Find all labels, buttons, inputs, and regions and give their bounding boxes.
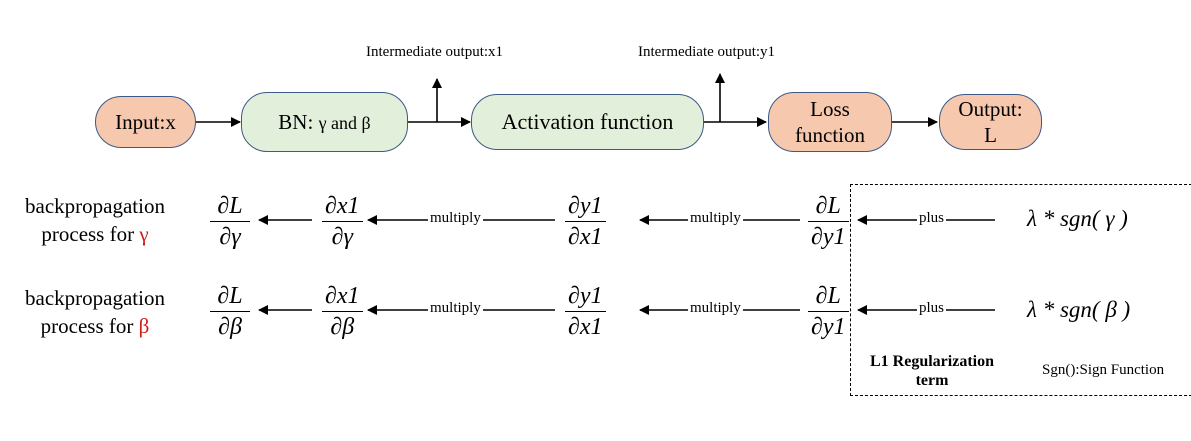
- row2-param: β: [138, 314, 150, 338]
- bn-prefix: BN:: [278, 109, 319, 134]
- row2-frac3-den: ∂x1: [568, 314, 603, 340]
- row1-label-text: process for: [41, 222, 140, 246]
- loss-node-line2: function: [795, 123, 865, 147]
- row2-label-line1: backpropagation: [25, 286, 165, 310]
- sign-function-note: Sgn():Sign Function: [1042, 362, 1165, 378]
- row1-label-line2: process for γ: [0, 220, 190, 248]
- output-node-line1: Output:: [958, 97, 1023, 121]
- row1-frac2-den: ∂γ: [331, 224, 353, 250]
- bn-node: BN: γ and β: [241, 92, 408, 152]
- regularization-box: [850, 184, 1191, 396]
- row1-label: backpropagation process for γ: [0, 192, 190, 248]
- row2-conn3: plus: [917, 300, 947, 317]
- regularization-title: L1 Regularization term: [857, 352, 1007, 390]
- row1-frac1: ∂L ∂γ: [210, 193, 250, 250]
- row1-frac3-num: ∂y1: [568, 193, 603, 219]
- loss-node: Loss function: [768, 92, 892, 152]
- activation-node: Activation function: [471, 94, 704, 150]
- row1-frac4: ∂L ∂y1: [808, 193, 849, 250]
- loss-node-line1: Loss: [810, 97, 850, 121]
- row2-frac1: ∂L ∂β: [210, 283, 250, 340]
- row2-frac2: ∂x1 ∂β: [322, 283, 363, 340]
- row2-label-line2: process for β: [0, 312, 190, 340]
- row1-conn1: multiply: [428, 210, 483, 227]
- row2-frac3: ∂y1∂x1: [565, 283, 606, 340]
- row1-frac4-den: ∂y1: [811, 224, 846, 250]
- input-node-label: Input:x: [115, 110, 176, 134]
- row1-frac1-num: ∂L: [217, 193, 243, 219]
- input-node: Input:x: [95, 96, 196, 148]
- bn-and: and: [326, 112, 362, 133]
- row2-label: backpropagation process for β: [0, 284, 190, 340]
- output-node-line2: L: [984, 123, 997, 147]
- row2-frac1-den: ∂β: [218, 314, 242, 340]
- row1-frac4-num: ∂L: [815, 193, 841, 219]
- row1-conn2: multiply: [688, 210, 743, 227]
- regularization-title-line2: term: [915, 372, 949, 389]
- intermediate-y1-label: Intermediate output:y1: [638, 44, 776, 60]
- bn-node-label: BN: γ and β: [278, 109, 370, 136]
- intermediate-x1-label: Intermediate output:x1: [366, 44, 504, 60]
- row2-frac4: ∂L ∂y1: [808, 283, 849, 340]
- row2-frac1-num: ∂L: [217, 283, 243, 309]
- row1-frac3: ∂y1∂x1: [565, 193, 606, 250]
- row1-reg-expr: λ * sgn( γ ): [1027, 206, 1128, 231]
- bn-beta: β: [361, 112, 371, 133]
- row1-frac1-den: ∂γ: [219, 224, 241, 250]
- row1-conn3: plus: [917, 210, 947, 227]
- row2-reg-expr: λ * sgn( β ): [1027, 297, 1131, 322]
- row2-frac2-den: ∂β: [330, 314, 355, 340]
- row2-frac4-den: ∂y1: [811, 314, 846, 340]
- row2-conn1: multiply: [428, 300, 483, 317]
- row1-label-line1: backpropagation: [25, 194, 165, 218]
- row2-frac2-num: ∂x1: [325, 283, 360, 309]
- row2-frac3-num: ∂y1: [568, 283, 603, 309]
- row2-label-text: process for: [40, 314, 139, 338]
- regularization-title-line1: L1 Regularization: [870, 353, 994, 370]
- row1-param: γ: [139, 222, 149, 246]
- row1-frac3-den: ∂x1: [568, 224, 603, 250]
- bn-gamma: γ: [318, 112, 327, 133]
- row2-conn2: multiply: [688, 300, 743, 317]
- output-node: Output: L: [939, 94, 1042, 150]
- row1-frac2-num: ∂x1: [325, 193, 360, 219]
- row1-frac2: ∂x1 ∂γ: [322, 193, 363, 250]
- row2-frac4-num: ∂L: [815, 283, 841, 309]
- activation-node-label: Activation function: [501, 109, 674, 134]
